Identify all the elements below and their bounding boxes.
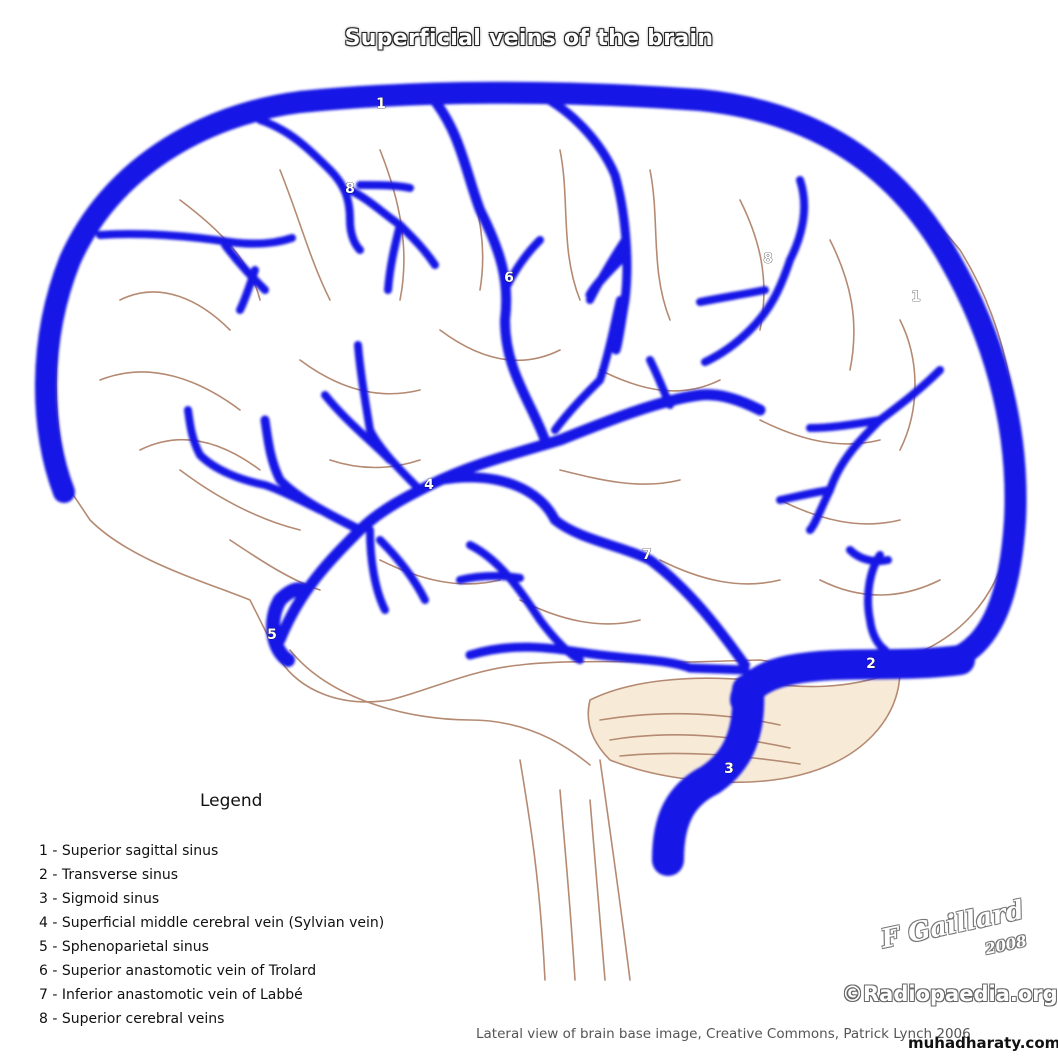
label-4: 4 [424,477,434,493]
sylvian-vein [274,389,766,646]
trolard-vein [425,90,550,445]
image-credit: Lateral view of brain base image, Creati… [476,1026,971,1042]
label-8-right: 8 [763,251,773,267]
watermark: muhadharaty.com [908,1034,1058,1052]
label-7: 7 [642,547,652,563]
label-6: 6 [504,270,514,286]
vein-number-labels: 1 1 2 3 4 5 6 7 8 8 [267,96,921,778]
legend-item: 7 - Inferior anastomotic vein of Labbé [39,987,303,1003]
label-8-left: 8 [345,181,355,197]
label-1-right: 1 [911,289,921,305]
temporal-lobe-edge [289,649,591,766]
label-2: 2 [866,656,876,672]
brainstem-inner [559,789,606,981]
legend-item: 5 - Sphenoparietal sinus [39,939,209,955]
legend-item: 4 - Superficial middle cerebral vein (Sy… [39,915,385,931]
radiopaedia-logo: ©Radiopaedia.org [842,982,1058,1006]
legend-item: 1 - Superior sagittal sinus [39,843,219,859]
diagram-title: Superficial veins of the brain [344,26,714,51]
labbe-vein [435,472,750,670]
veins [35,81,1027,876]
label-3: 3 [724,761,734,777]
brainstem-outline [519,759,631,981]
label-5: 5 [267,627,277,643]
label-1-top: 1 [376,96,386,112]
superior-sagittal-sinus [35,81,1027,667]
legend-item: 2 - Transverse sinus [39,867,179,883]
legend-list: 1 - Superior sagittal sinus 2 - Transver… [39,842,384,1034]
legend-heading: Legend [200,791,263,811]
legend-item: 6 - Superior anastomotic vein of Trolard [39,963,317,979]
sigmoid-sinus [652,674,765,876]
legend-item: 8 - Superior cerebral veins [39,1011,225,1027]
sphenoparietal-sinus [266,582,311,667]
legend-item: 3 - Sigmoid sinus [39,891,160,907]
